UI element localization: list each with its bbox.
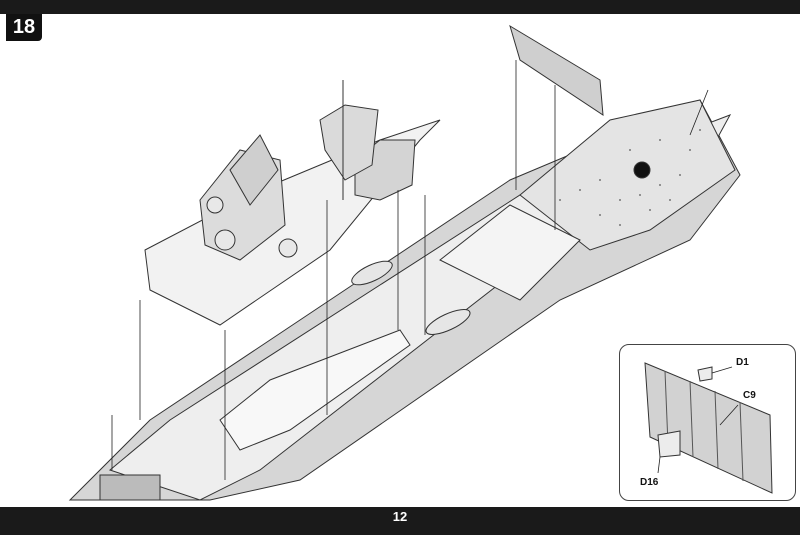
hangar-door-part (509, 24, 604, 116)
hangar-opening (439, 204, 581, 301)
deck-hatch (633, 161, 651, 179)
top-bar (0, 0, 800, 14)
page-number: 12 (392, 509, 408, 524)
radome-2 (214, 229, 236, 251)
part-label-d1: D1 (736, 357, 749, 368)
part-label-d16: D16 (640, 477, 659, 488)
step-number-badge: 18 (6, 14, 42, 41)
mast (229, 134, 279, 206)
part-label-c9: C9 (743, 390, 756, 401)
bottom-bar (0, 507, 800, 535)
radome-3 (278, 238, 298, 258)
flight-deck (519, 99, 736, 251)
ship-assembly-diagram (68, 24, 741, 501)
inset-door-drawing (644, 362, 773, 494)
bow-grating (99, 474, 161, 501)
detail-inset: D1 C9 D16 (619, 344, 796, 501)
boat-1 (351, 260, 393, 286)
antenna-mast (319, 104, 379, 181)
boat-2 (425, 309, 471, 335)
radome-1 (206, 196, 224, 214)
deck-opening (219, 329, 411, 451)
